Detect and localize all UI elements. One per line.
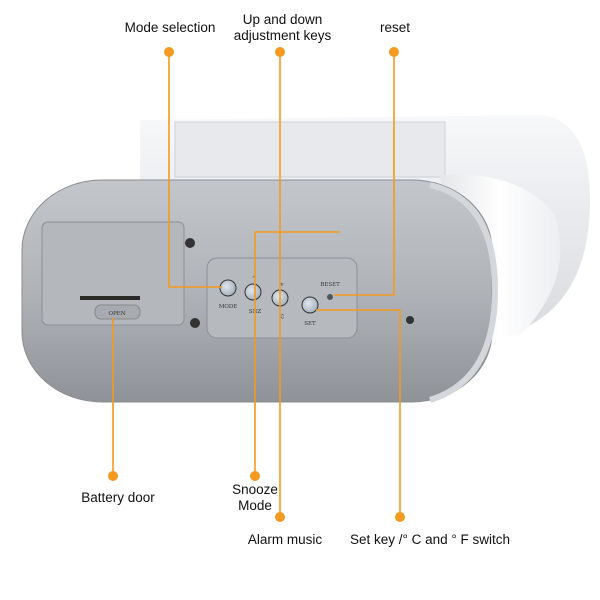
label-snooze: Snooze Mode (220, 482, 290, 514)
label-snooze-line2: Mode (238, 498, 272, 513)
label-alarm-music: Alarm music (247, 532, 323, 547)
reset-hole[interactable] (327, 294, 333, 300)
leader-mode (168, 52, 222, 288)
down-marking: v (279, 282, 284, 288)
dot-icon (250, 471, 260, 481)
leader-snooze (254, 231, 340, 476)
label-mode-selection: Mode selection (124, 20, 216, 35)
up-marking: ^ (252, 275, 257, 282)
open-marking: OPEN (108, 311, 125, 317)
leader-set (316, 309, 401, 517)
screw-icon (185, 238, 195, 248)
reset-marking: RESET (320, 282, 340, 288)
music-marking: ♫ (280, 314, 285, 320)
mode-button[interactable] (219, 279, 237, 297)
mode-marking: MODE (219, 304, 238, 310)
dot-icon (108, 471, 118, 481)
set-button[interactable] (301, 296, 319, 314)
up-snooze-button[interactable] (244, 283, 262, 301)
label-set-key: Set key /° C and ° F switch (349, 532, 511, 547)
label-up-down-line2: adjustment keys (233, 28, 332, 43)
dot-icon (164, 47, 174, 57)
dot-icon (395, 512, 405, 522)
dot-icon (275, 512, 285, 522)
label-battery-door: Battery door (81, 490, 155, 505)
leader-reset (334, 52, 395, 296)
screw-icon (406, 316, 414, 324)
leader-lines (112, 52, 401, 517)
label-snooze-line1: Snooze (232, 482, 278, 497)
dot-icon (389, 47, 399, 57)
label-reset: reset (379, 20, 410, 35)
screw-icon (190, 318, 200, 328)
label-up-down-line1: Up and down (242, 12, 323, 27)
display-window (174, 121, 446, 178)
leader-dots (108, 47, 405, 522)
dot-icon (275, 47, 285, 57)
label-up-down: Up and down adjustment keys (220, 12, 345, 44)
set-marking: SET (304, 321, 316, 327)
